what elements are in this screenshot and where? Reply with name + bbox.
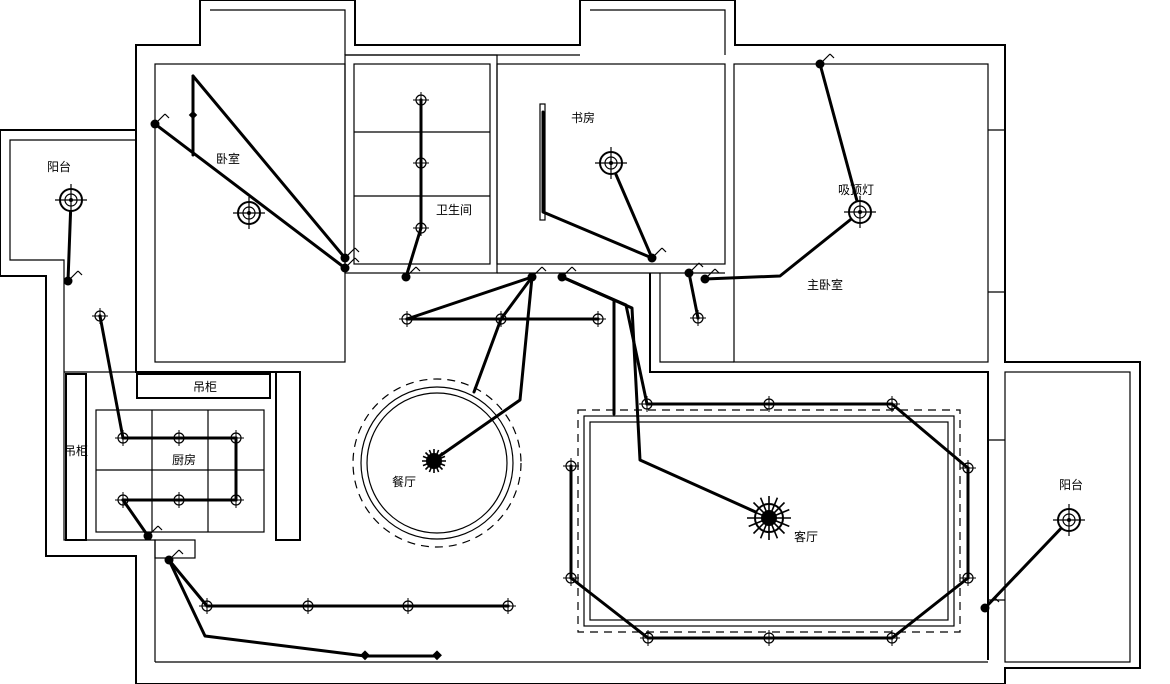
switch-icon <box>683 262 704 279</box>
junction-dot-icon <box>432 650 442 661</box>
wire <box>405 275 600 321</box>
label-wall-cabinet-h: 吊柜 <box>193 380 217 394</box>
wire <box>560 275 771 520</box>
switches <box>62 53 1000 614</box>
label-bathroom: 卫生间 <box>436 203 472 217</box>
wire <box>432 275 534 462</box>
switch-icon <box>526 266 547 283</box>
switch-icon <box>339 247 360 264</box>
junction-dot-icon <box>360 650 370 661</box>
label-kitchen: 厨房 <box>172 452 196 467</box>
ceiling-lamp-icon <box>232 196 266 230</box>
switch-icon <box>163 549 184 566</box>
label-balcony-east: 阳台 <box>1059 477 1083 492</box>
living-room-ceiling <box>577 409 961 633</box>
downlight-icon <box>91 307 109 325</box>
label-ceiling-light: 吸顶灯 <box>838 183 874 197</box>
downlight-icon <box>412 91 430 109</box>
downlight-icon <box>689 309 707 327</box>
end-markers <box>188 110 442 661</box>
downlight-icon <box>227 429 245 447</box>
downlight-icon <box>170 429 188 447</box>
wire <box>191 74 347 260</box>
switch-icon <box>400 266 421 283</box>
switch-icon <box>814 53 835 70</box>
downlight-icon <box>412 154 430 172</box>
wire <box>560 275 970 640</box>
switch-icon <box>699 268 720 285</box>
downlight-icon <box>299 597 317 615</box>
chandelier-icon <box>422 449 446 473</box>
wall-cabinet-horizontal <box>136 373 271 399</box>
downlight-icon <box>562 457 580 475</box>
ceiling-lamp-icon <box>843 195 877 229</box>
study-wall-strip <box>539 103 546 221</box>
furniture <box>65 103 961 633</box>
room-labels: 阳台 卧室 卫生间 书房 吸顶灯 主卧室 吊柜 吊柜 厨房 餐厅 客厅 阳台 <box>47 110 1083 544</box>
downlight-icon <box>412 219 430 237</box>
wire <box>98 314 238 538</box>
wire <box>153 122 347 270</box>
wire <box>167 558 510 608</box>
downlight-icon <box>398 310 416 328</box>
label-living: 客厅 <box>794 529 818 544</box>
label-wall-cabinet-v: 吊柜 <box>64 444 88 458</box>
downlight-icon <box>114 429 132 447</box>
label-balcony-west: 阳台 <box>47 159 71 174</box>
label-study: 书房 <box>571 110 595 125</box>
downlight-icon <box>170 491 188 509</box>
downlight-icon <box>499 597 517 615</box>
junction-dot-icon <box>188 110 198 120</box>
switch-icon <box>646 247 667 264</box>
wire <box>404 98 423 279</box>
ceiling-lamp-icon <box>594 146 628 180</box>
wire <box>703 62 862 281</box>
label-dining: 餐厅 <box>392 474 416 489</box>
wire <box>687 271 700 320</box>
wall-cabinet-vertical <box>65 373 87 541</box>
ceiling-lamp-icon <box>54 183 88 217</box>
downlight-icon <box>399 597 417 615</box>
switch-icon <box>62 270 83 287</box>
chandelier-icon <box>747 496 791 540</box>
wire <box>167 558 439 658</box>
downlight-icon <box>227 491 245 509</box>
label-master-bedroom: 主卧室 <box>807 277 843 292</box>
downlight-icon <box>589 310 607 328</box>
wire <box>541 110 654 260</box>
switch-icon <box>142 525 163 542</box>
walls <box>0 0 1141 684</box>
wire <box>983 518 1071 610</box>
dining-round-ceiling <box>352 378 522 548</box>
label-bedroom: 卧室 <box>216 151 240 166</box>
